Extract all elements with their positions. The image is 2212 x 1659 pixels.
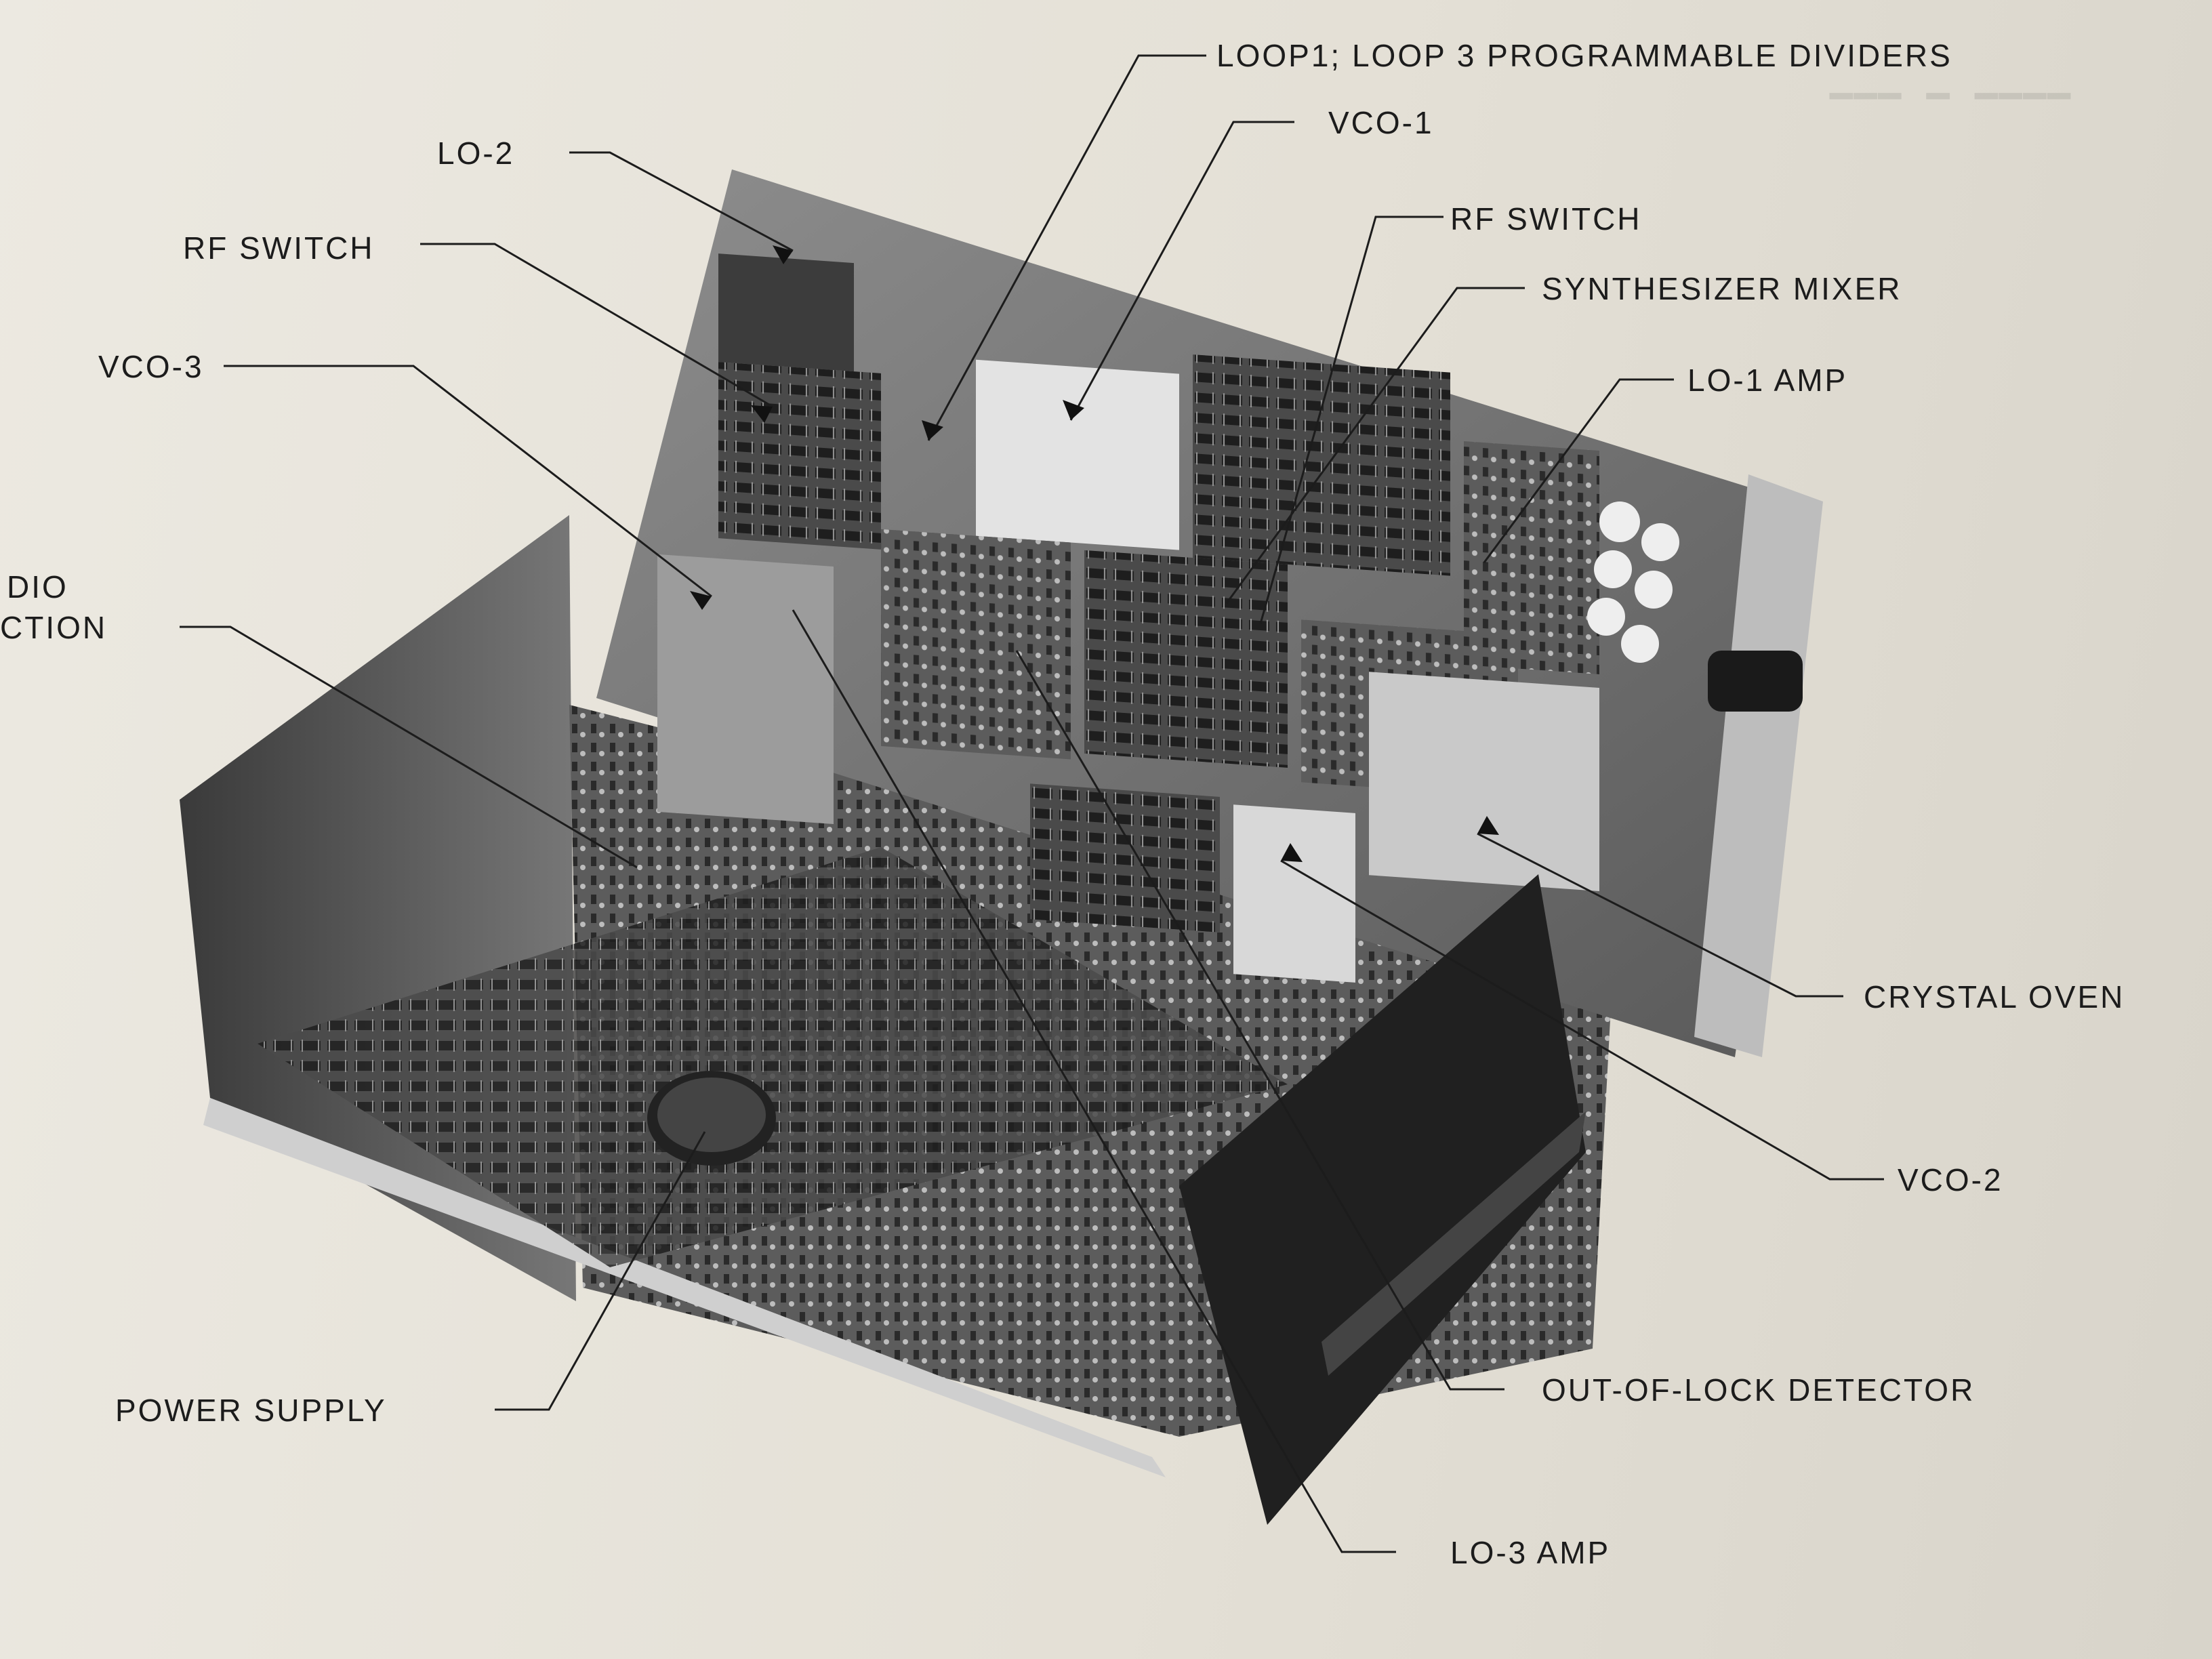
label-synth-mixer: SYNTHESIZER MIXER bbox=[1542, 271, 1902, 306]
leader-lo3-amp bbox=[792, 609, 1396, 1553]
leader-synth-mixer bbox=[1225, 287, 1525, 604]
leader-vco1 bbox=[1069, 121, 1294, 421]
bleed-through-text: ━━━ ━ ━━━━ bbox=[1830, 77, 2072, 121]
leader-lo2 bbox=[569, 151, 794, 252]
leader-rf-switch-left bbox=[420, 243, 773, 408]
leader-rf-switch-center bbox=[1259, 216, 1443, 624]
side-panel bbox=[1694, 474, 1823, 1057]
front-plugin-card bbox=[1179, 874, 1586, 1525]
leader-power-supply bbox=[495, 1131, 706, 1411]
label-out-of-lock: OUT-OF-LOCK DETECTOR bbox=[1542, 1372, 1975, 1408]
leader-lines bbox=[180, 54, 1884, 1553]
label-vco1: VCO-1 bbox=[1328, 105, 1434, 140]
label-lo2: LO-2 bbox=[437, 136, 515, 171]
rf-connector bbox=[1708, 651, 1803, 712]
leader-lo1-amp bbox=[1483, 378, 1674, 563]
label-audio-section-2: CTION bbox=[0, 610, 108, 645]
leader-out-of-lock bbox=[1015, 650, 1504, 1391]
label-lo3-amp: LO-3 AMP bbox=[1450, 1535, 1611, 1570]
label-power-supply: POWER SUPPLY bbox=[115, 1393, 387, 1428]
label-vco2: VCO-2 bbox=[1898, 1162, 2003, 1197]
label-loop-dividers: LOOP1; LOOP 3 PROGRAMMABLE DIVIDERS bbox=[1216, 38, 1952, 73]
leader-vco3 bbox=[224, 365, 712, 598]
label-vco3: VCO-3 bbox=[98, 349, 204, 384]
leader-crystal-oven bbox=[1477, 832, 1843, 998]
label-crystal-oven: CRYSTAL OVEN bbox=[1864, 979, 2125, 1015]
label-rf-switch-left: RF SWITCH bbox=[183, 230, 375, 266]
label-audio-section-1: DIO bbox=[7, 569, 68, 605]
label-lo1-amp: LO-1 AMP bbox=[1687, 363, 1848, 398]
leader-audio-section bbox=[180, 626, 638, 869]
leader-vco2 bbox=[1280, 859, 1884, 1181]
leader-arrowheads bbox=[690, 245, 1499, 862]
label-rf-switch-center: RF SWITCH bbox=[1450, 201, 1642, 237]
hinged-lid-assembly bbox=[596, 169, 1816, 1057]
card-edge-connector bbox=[1322, 1111, 1586, 1376]
leader-loop-dividers bbox=[927, 54, 1206, 441]
